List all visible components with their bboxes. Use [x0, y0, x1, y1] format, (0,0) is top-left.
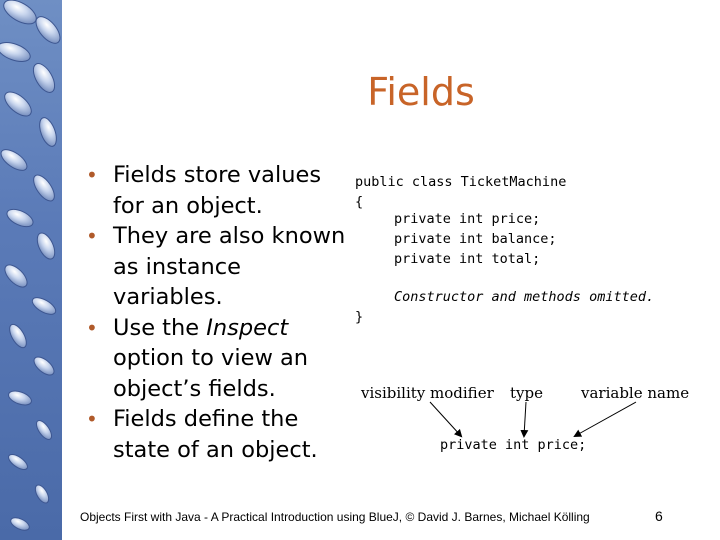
bullet-text: Use the — [113, 314, 200, 341]
code-open-brace: { — [355, 194, 364, 210]
annotation-visibility-modifier: visibility modifier — [361, 384, 494, 402]
arrow-type — [520, 401, 529, 438]
bullet-item: Fields define the state of an object. — [86, 404, 346, 465]
footer-citation: Objects First with Java - A Practical In… — [80, 510, 590, 524]
arrow-visibility — [429, 401, 463, 438]
code-field-price: private int price; — [394, 211, 541, 227]
bullet-text: Fields define the state of an object. — [113, 406, 318, 463]
bullet-list: Fields store values for an object. They … — [86, 160, 346, 465]
code-comment: Constructor and methods omitted. — [394, 289, 655, 305]
bullet-item: Use the Inspect option to view an object… — [86, 313, 346, 405]
slide-title: Fields — [367, 70, 475, 114]
bullet-text: They are also known as instance variable… — [113, 223, 346, 310]
bullet-text: Fields store values for an object. — [113, 162, 322, 219]
page-number: 6 — [655, 508, 663, 524]
code-field-balance: private int balance; — [394, 231, 557, 247]
annotation-type: type — [510, 384, 543, 402]
annotation-variable-name: variable name — [581, 384, 690, 402]
code-close-brace: } — [355, 309, 364, 325]
code-class-declaration: public class TicketMachine — [355, 174, 567, 190]
code-example-declaration: private int price; — [440, 437, 587, 453]
pill-capsules-decoration — [0, 0, 61, 531]
bullet-item: Fields store values for an object. — [86, 160, 346, 221]
code-field-total: private int total; — [394, 251, 541, 267]
arrow-variable-name — [573, 401, 637, 437]
decorative-sidebar — [0, 0, 62, 540]
bullet-text-italic: Inspect — [206, 314, 289, 341]
bullet-item: They are also known as instance variable… — [86, 221, 346, 313]
bullet-text: option to view an object’s fields. — [113, 345, 309, 402]
